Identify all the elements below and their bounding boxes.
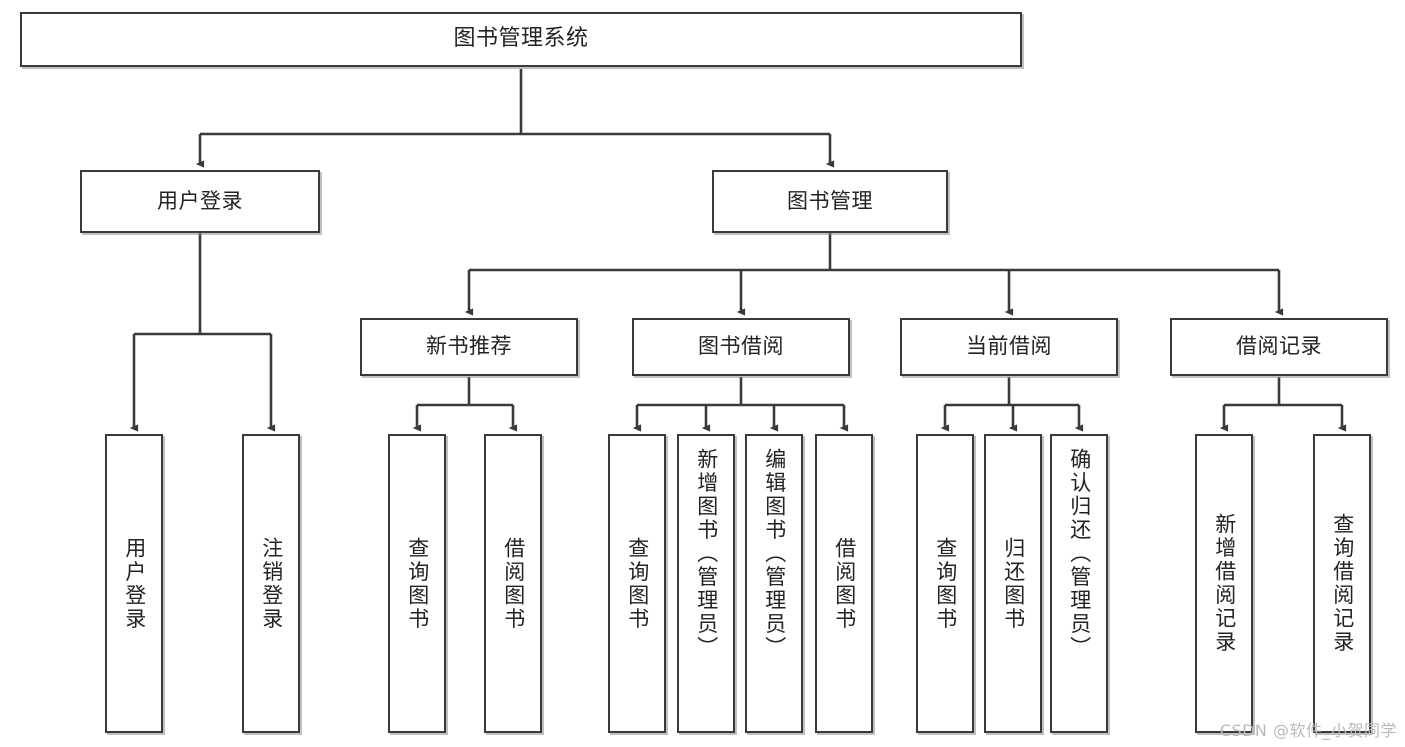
node-label: 图书借阅 (698, 334, 784, 359)
node-label: 用户登录 (122, 536, 147, 631)
leaf-user-login[interactable]: 用户登录 (105, 434, 163, 733)
node-label: 新增图书（管理员） (694, 448, 719, 660)
node-user-login[interactable]: 用户登录 (80, 170, 320, 233)
node-label: 新增借阅记录 (1212, 513, 1237, 654)
leaf-add-book-admin[interactable]: 新增图书（管理员） (677, 434, 735, 733)
leaf-confirm-return-admin[interactable]: 确认归还（管理员） (1050, 434, 1108, 733)
node-label: 查询借阅记录 (1330, 513, 1355, 654)
csdn-watermark: CSDN @软件_小贺同学 (1219, 721, 1397, 740)
leaf-borrow-book-recommend[interactable]: 借阅图书 (484, 434, 542, 733)
node-label: 新书推荐 (426, 334, 512, 359)
node-label: 注销登录 (259, 536, 284, 631)
node-label: 查询图书 (625, 536, 650, 631)
node-label: 编辑图书（管理员） (762, 448, 787, 660)
node-label: 当前借阅 (966, 334, 1052, 359)
leaf-query-borrow-record[interactable]: 查询借阅记录 (1313, 434, 1371, 733)
leaf-query-book-borrow[interactable]: 查询图书 (608, 434, 666, 733)
leaf-return-book[interactable]: 归还图书 (984, 434, 1042, 733)
node-root-book-management-system[interactable]: 图书管理系统 (20, 12, 1022, 67)
node-label: 确认归还（管理员） (1067, 448, 1092, 660)
leaf-query-book-current[interactable]: 查询图书 (916, 434, 974, 733)
node-label: 借阅记录 (1236, 334, 1322, 359)
node-label: 图书管理 (787, 188, 873, 213)
node-new-book-recommend[interactable]: 新书推荐 (360, 318, 578, 376)
node-current-borrow[interactable]: 当前借阅 (900, 318, 1118, 376)
leaf-logout[interactable]: 注销登录 (242, 434, 300, 733)
leaf-borrow-book[interactable]: 借阅图书 (815, 434, 873, 733)
node-book-management[interactable]: 图书管理 (712, 170, 948, 233)
node-label: 借阅图书 (832, 536, 857, 631)
node-borrow-record[interactable]: 借阅记录 (1170, 318, 1388, 376)
node-book-borrow[interactable]: 图书借阅 (632, 318, 850, 376)
node-label: 查询图书 (933, 536, 958, 631)
leaf-add-borrow-record[interactable]: 新增借阅记录 (1195, 434, 1253, 733)
node-label: 归还图书 (1001, 536, 1026, 631)
leaf-edit-book-admin[interactable]: 编辑图书（管理员） (745, 434, 803, 733)
node-label: 图书管理系统 (453, 26, 589, 52)
node-label: 借阅图书 (501, 536, 526, 631)
leaf-query-book-recommend[interactable]: 查询图书 (388, 434, 446, 733)
node-label: 查询图书 (405, 536, 430, 631)
node-label: 用户登录 (157, 188, 243, 213)
